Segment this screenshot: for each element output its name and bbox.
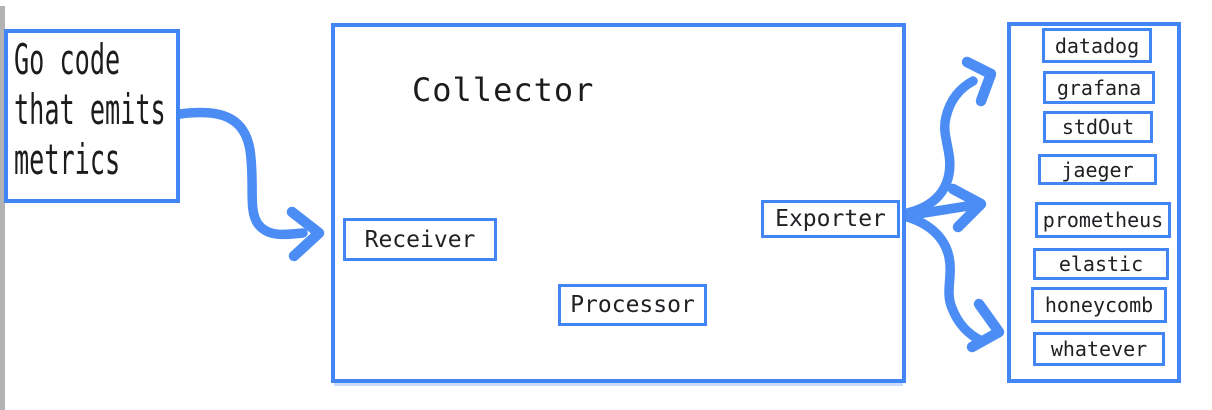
arrow-source-to-receiver-icon [175, 107, 325, 262]
destination-label: stdOut [1061, 115, 1135, 139]
collector-box: Collector Receiver Processor Exporter [331, 23, 906, 383]
source-line: that emits [14, 85, 166, 134]
source-line: Go code [14, 35, 121, 84]
destination-box-whatever: whatever [1033, 332, 1165, 366]
destination-label: prometheus [1042, 208, 1164, 232]
destination-box-jaeger: jaeger [1038, 154, 1157, 185]
destinations-box: datadog grafana stdOut jaeger prometheus… [1007, 22, 1181, 383]
source-box: Go code that emits metrics [4, 29, 180, 203]
destination-box-stdout: stdOut [1043, 111, 1153, 143]
source-box-label: Go code that emits metrics [14, 35, 166, 185]
exporter-label: Exporter [775, 206, 886, 232]
destination-box-honeycomb: honeycomb [1031, 287, 1167, 323]
destination-label: jaeger [1061, 157, 1134, 182]
canvas-left-edge [0, 6, 5, 410]
destination-box-datadog: datadog [1042, 28, 1152, 63]
collector-title: Collector [412, 71, 595, 109]
destination-label: whatever [1050, 337, 1148, 361]
destination-box-grafana: grafana [1043, 71, 1155, 104]
processor-label: Processor [570, 292, 695, 318]
destination-box-elastic: elastic [1033, 248, 1169, 280]
receiver-box: Receiver [343, 218, 497, 261]
destination-label: honeycomb [1044, 293, 1154, 317]
destination-label: elastic [1058, 252, 1144, 276]
destination-box-prometheus: prometheus [1035, 202, 1171, 238]
processor-box: Processor [558, 284, 707, 326]
source-line: metrics [14, 135, 121, 184]
destination-label: grafana [1056, 75, 1142, 100]
destination-label: datadog [1054, 33, 1140, 58]
arrow-exporter-fanout-icon [898, 56, 1005, 353]
receiver-label: Receiver [364, 226, 476, 253]
exporter-box: Exporter [761, 200, 900, 238]
